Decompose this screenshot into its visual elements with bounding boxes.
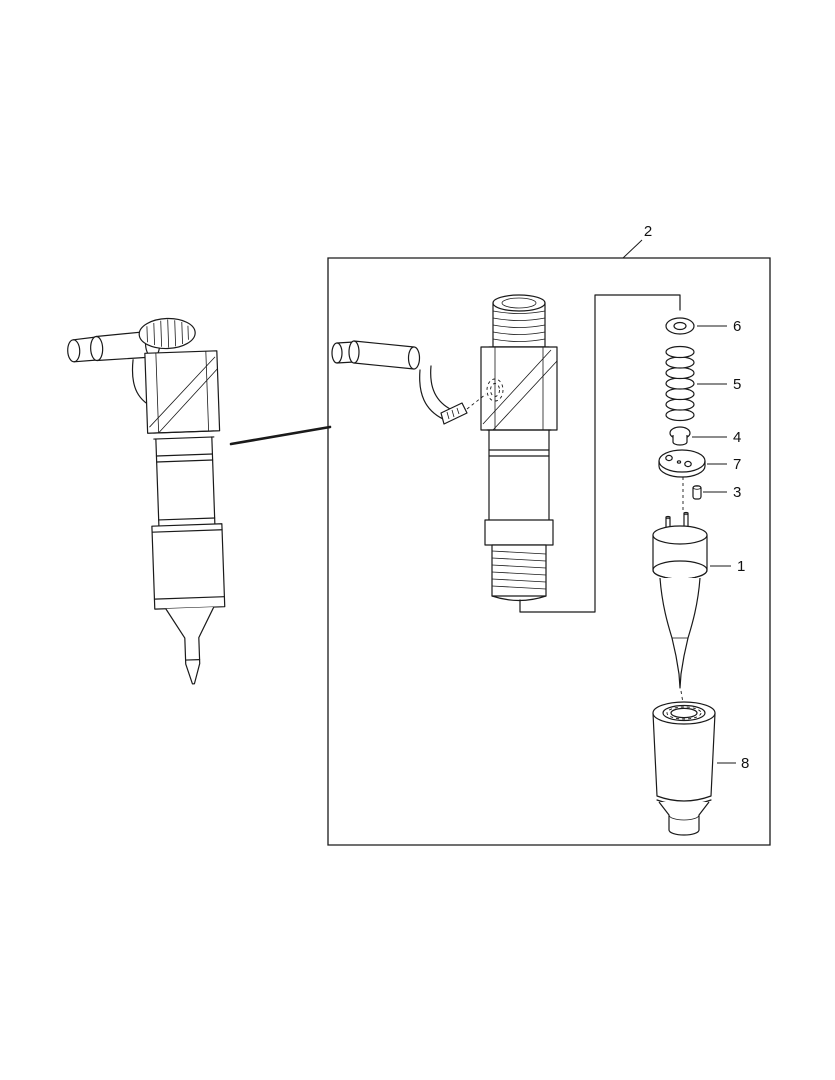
part-spacer-plate xyxy=(659,450,705,477)
injector-upper-barrel xyxy=(154,431,217,526)
callout-spring-seat: 4 xyxy=(733,429,741,446)
callout-assembly: 2 xyxy=(644,223,652,240)
callout-spacer-plate: 7 xyxy=(733,456,741,473)
pipe-alignment-dash xyxy=(467,394,486,409)
callout-nozzle: 1 xyxy=(737,558,745,575)
injector-assembled xyxy=(67,317,229,688)
pointer-line xyxy=(231,427,330,444)
detail-lower-flange xyxy=(485,520,553,545)
assembly-detail-box xyxy=(328,258,770,845)
injector-detail-body xyxy=(481,295,557,601)
pipe-nipple xyxy=(441,403,467,424)
alignment-dash-lower xyxy=(681,691,683,703)
part-dowel-pin xyxy=(693,486,701,499)
part-nozzle xyxy=(653,512,707,688)
callout-dowel-pin: 3 xyxy=(733,484,741,501)
detail-threaded-end xyxy=(492,545,546,601)
detail-mid-cylinder xyxy=(487,430,551,520)
bracket-line xyxy=(520,295,680,612)
detail-fuel-line xyxy=(332,341,486,424)
leader-assembly xyxy=(623,240,642,258)
detail-top-cap xyxy=(489,295,549,347)
injector-top-nut xyxy=(139,318,196,350)
injector-nozzle-tip xyxy=(166,607,217,685)
callout-washer: 6 xyxy=(733,318,741,335)
part-washer xyxy=(666,318,694,334)
part-spring-seat xyxy=(670,427,690,445)
detail-hex-body xyxy=(481,347,557,430)
part-nozzle-nut xyxy=(653,702,715,835)
injector-lower-barrel xyxy=(152,524,225,609)
injector-hex-body xyxy=(145,351,220,433)
callout-spring: 5 xyxy=(733,376,741,393)
callout-nozzle-nut: 8 xyxy=(741,755,749,772)
inlet-port xyxy=(487,379,503,401)
part-spring xyxy=(666,347,694,421)
